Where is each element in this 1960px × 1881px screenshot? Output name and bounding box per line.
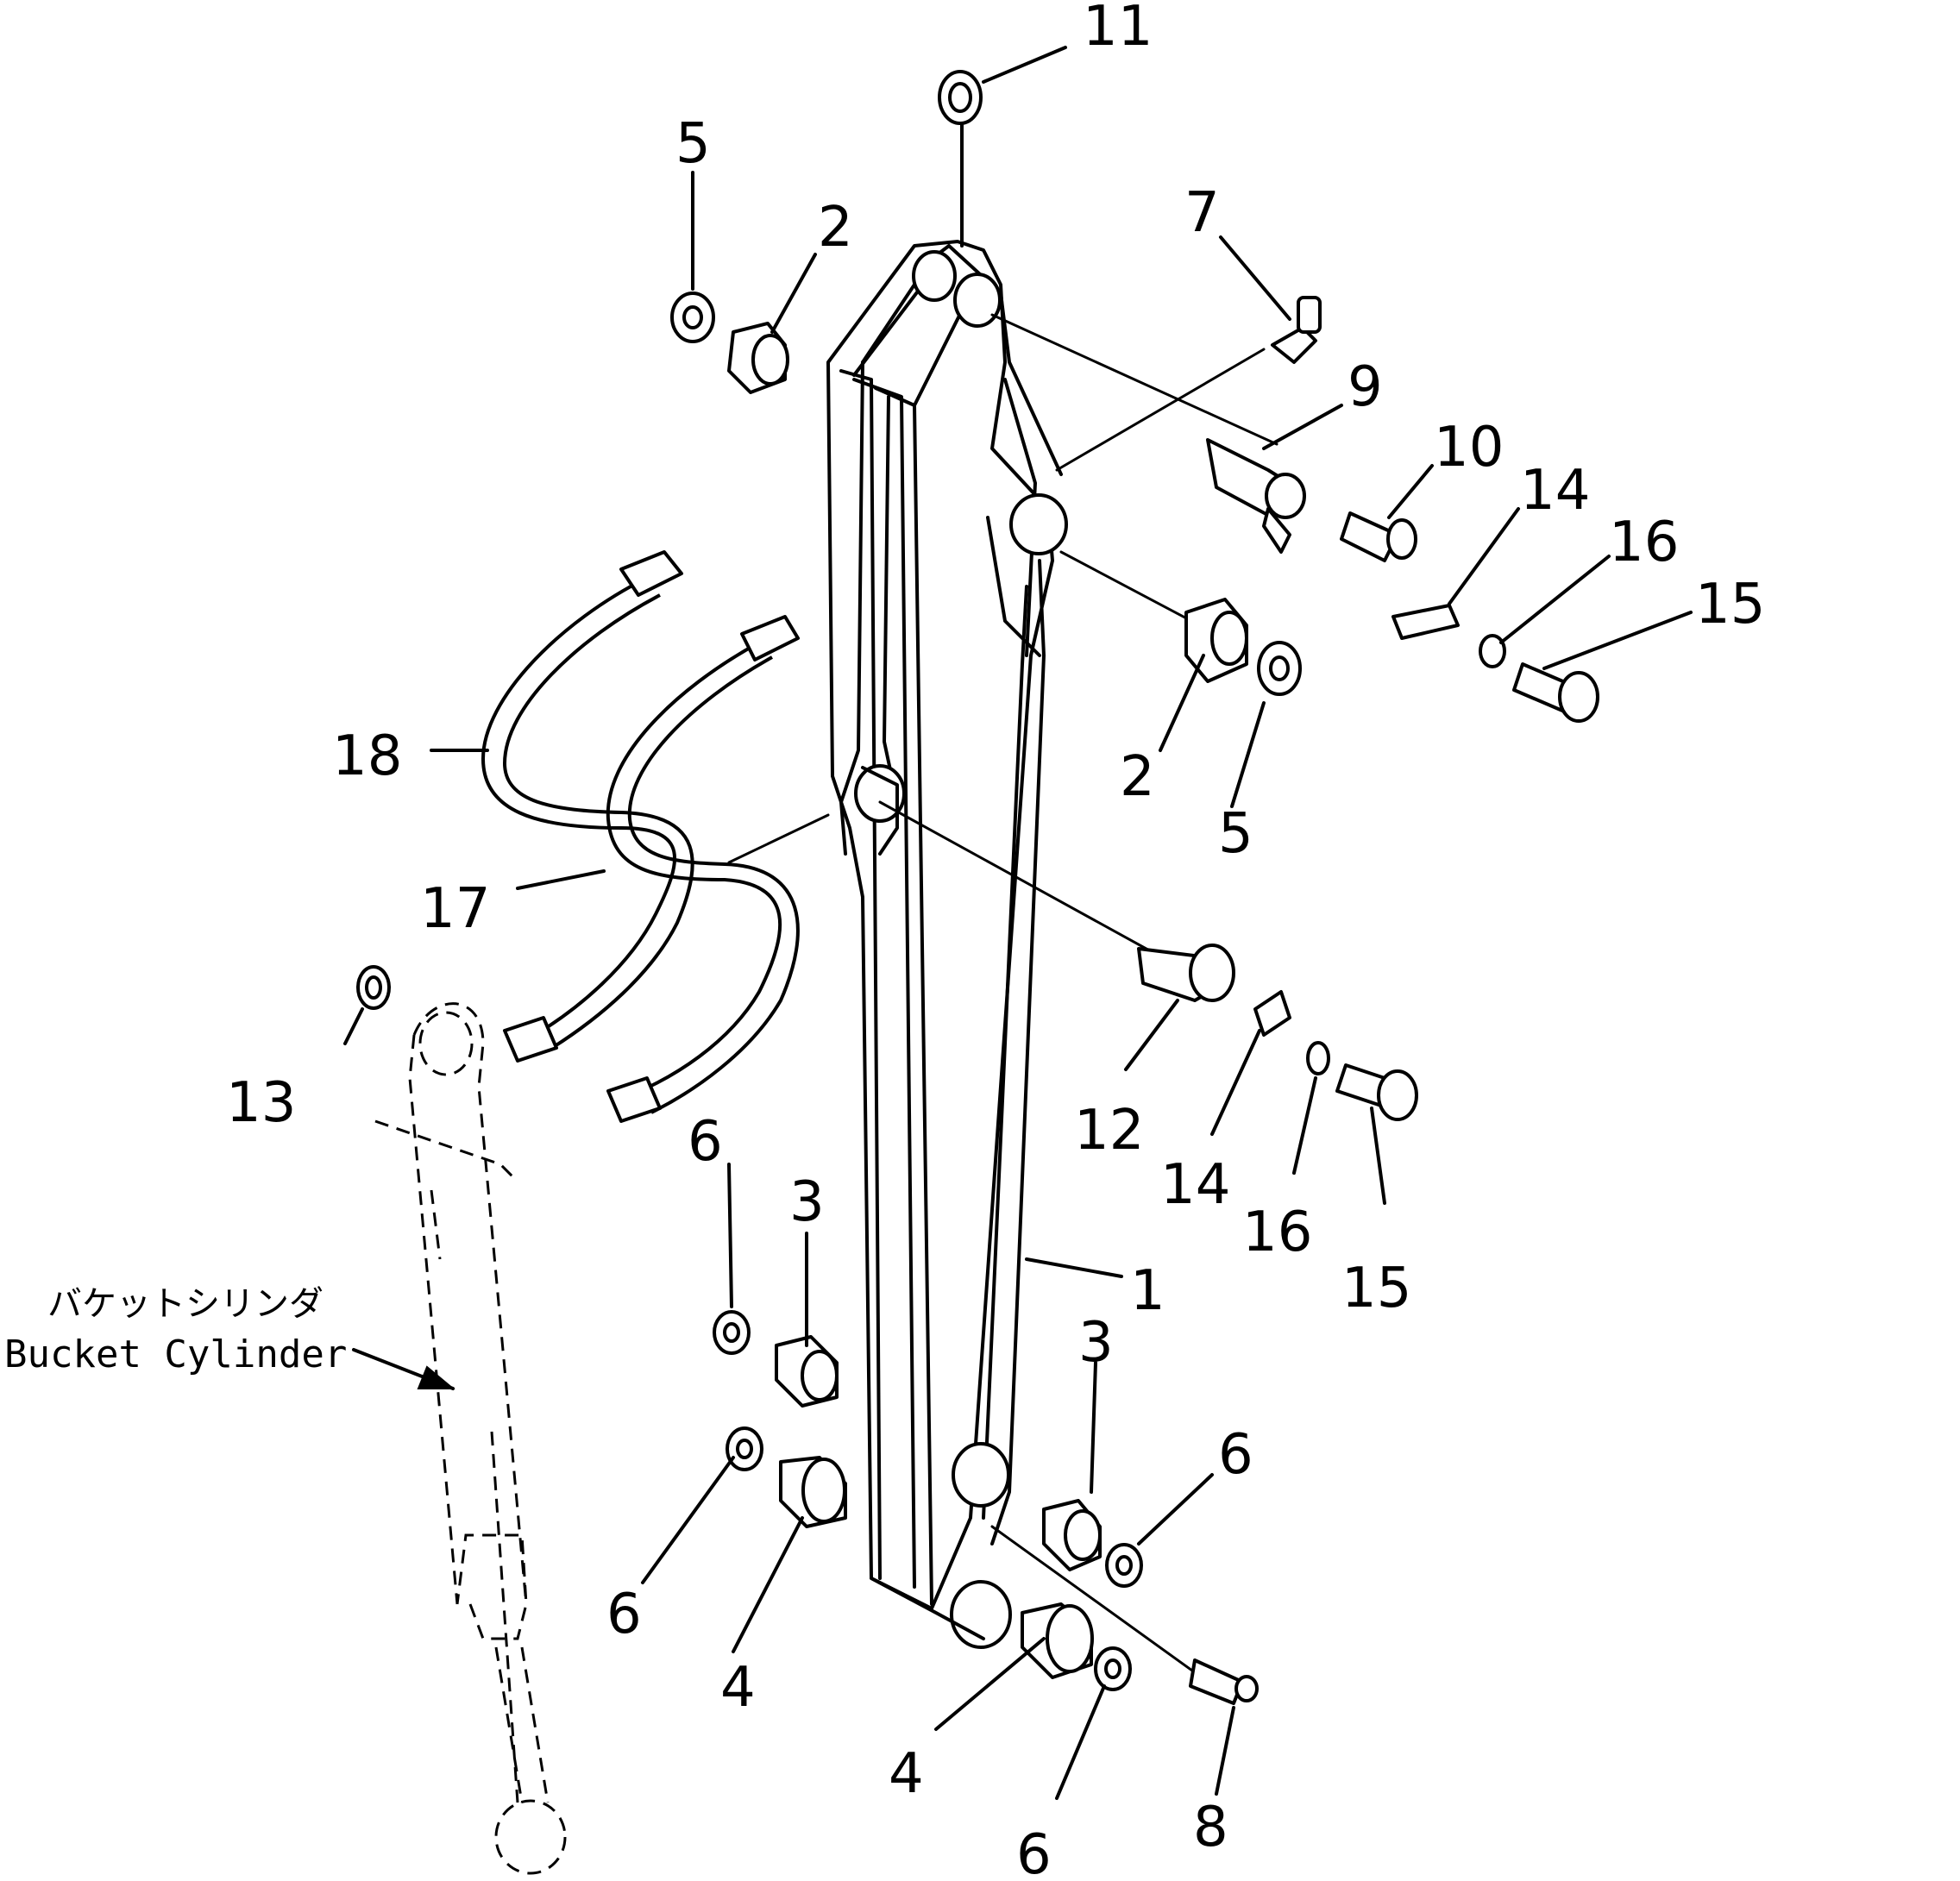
washer-16-top (1479, 634, 1506, 668)
callout-16: 16 (1609, 511, 1679, 574)
callout-15: 15 (1341, 1257, 1411, 1320)
callout-10: 10 (1434, 416, 1504, 480)
plate-14-top (1391, 604, 1460, 640)
callout-3: 3 (789, 1170, 825, 1234)
hoses (481, 550, 800, 1123)
callout-5: 5 (675, 112, 711, 176)
callout-14: 14 (1160, 1153, 1230, 1217)
callout-13: 13 (226, 1071, 296, 1135)
callout-8: 8 (1193, 1796, 1228, 1859)
grease-fitting-7 (1271, 326, 1317, 364)
callout-14: 14 (1520, 459, 1590, 523)
callout-6: 6 (1016, 1823, 1052, 1881)
hose-18-bottom-fitting (503, 1016, 558, 1063)
plate-14-lower (1253, 990, 1291, 1037)
fitting-10 (1340, 511, 1399, 562)
callout-6: 6 (1218, 1423, 1253, 1487)
callout-labels: 11 5 2 7 9 10 14 16 15 18 2 5 17 13 6 12… (226, 0, 1765, 1881)
callout-11: 11 (1083, 0, 1153, 59)
callout-3: 3 (1078, 1311, 1114, 1375)
callout-4: 4 (889, 1742, 924, 1806)
leader-lines (343, 46, 1693, 1800)
callout-2: 2 (818, 196, 853, 260)
callout-9: 9 (1348, 355, 1383, 419)
hose-17-top-fitting (740, 615, 800, 661)
caption-english: Bucket Cylinder (4, 1332, 347, 1376)
hose-17-bottom-fitting (606, 1076, 662, 1123)
callout-18: 18 (332, 724, 402, 788)
callout-1: 1 (1130, 1259, 1165, 1323)
bucket-cylinder-caption: バケットシリンダ Bucket Cylinder (4, 1284, 347, 1376)
callout-5: 5 (1218, 802, 1253, 866)
callout-17: 17 (420, 877, 490, 941)
callout-16: 16 (1242, 1201, 1312, 1264)
callout-2: 2 (1120, 745, 1155, 809)
callout-4: 4 (720, 1656, 756, 1720)
parts-small (356, 70, 1599, 1705)
caption-japanese: バケットシリンダ (47, 1284, 324, 1324)
callout-12: 12 (1074, 1099, 1144, 1163)
callout-7: 7 (1184, 181, 1220, 245)
washer-16-lower (1306, 1041, 1330, 1075)
bucket-cylinder (374, 1002, 567, 1875)
arm-body (826, 240, 1068, 1649)
callout-6: 6 (688, 1110, 723, 1174)
assembly-center-lines (727, 313, 1278, 1683)
hose-18-top-fitting (619, 550, 683, 597)
grease-fitting-8 (1189, 1658, 1244, 1705)
callout-15: 15 (1695, 573, 1765, 636)
callout-6: 6 (606, 1583, 642, 1646)
